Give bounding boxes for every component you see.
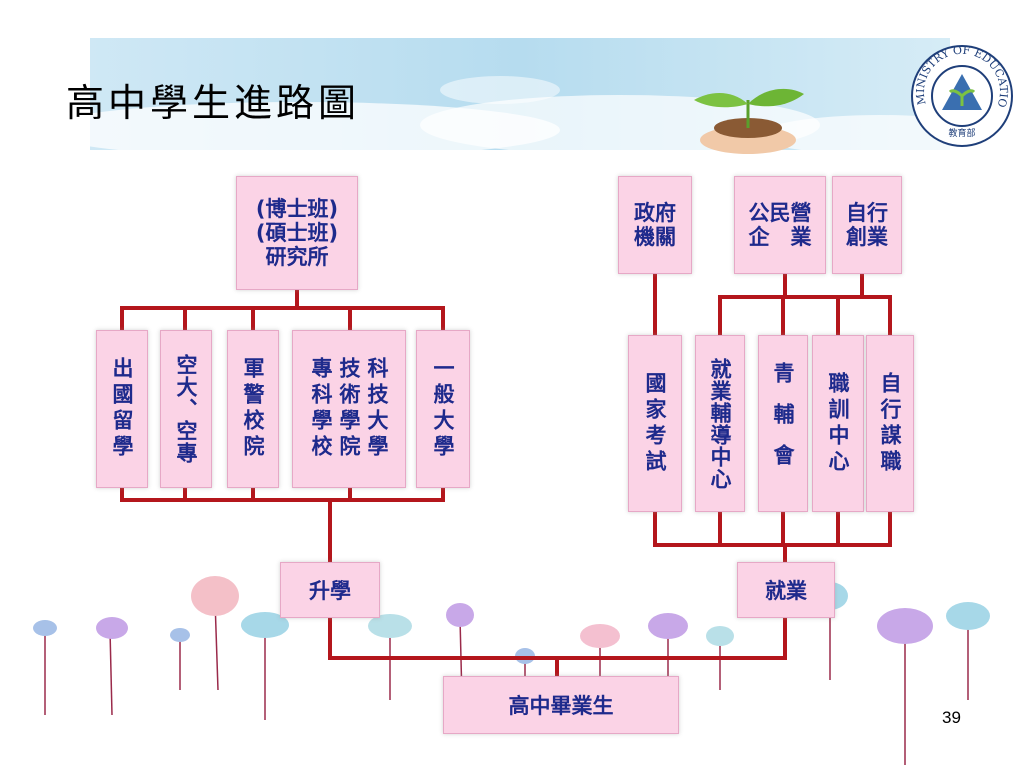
connector-line [120,288,299,332]
option-military-police-academy: 軍警校院 [227,330,279,488]
connector-line [718,510,840,547]
destination-public-private-enterprise: 公民營 企 業 [734,176,826,274]
destination-self-employed: 自行 創業 [832,176,902,274]
option-study-abroad: 出國留學 [96,330,148,488]
connector-line [120,485,445,502]
connector-line [718,295,892,337]
header-cloud [440,76,560,104]
channel-national-exam: 國家考試 [628,335,682,512]
hands-seedling-icon [694,88,804,154]
connector-line [183,485,352,502]
channel-vocational-training-center: 職訓中心 [812,335,864,512]
graduate-school-box: (博士班) (碩士班) 研究所 [236,176,358,290]
further-study-box: 升學 [280,562,380,618]
connector-line [781,295,840,337]
channel-youth-counseling-commission: 青輔會 [758,335,808,512]
ministry-of-education-logo: MINISTRY OF EDUCATION 教育部 [910,44,1013,147]
channel-employment-service-center: 就業輔導中心 [695,335,745,512]
employment-box: 就業 [737,562,835,618]
option-university-of-technology: 科技大學 [365,357,389,461]
logo-inner-text: 教育部 [948,127,975,139]
option-junior-college: 專科學校 [309,357,333,461]
destination-government-agency: 政府 機關 [618,176,692,274]
option-open-university: 空大、空專 [160,330,212,488]
connector-line [183,306,352,332]
page-title: 高中學生進路圖 [66,81,361,125]
tech-schools-box: 專科學校 技術學院 科技大學 [292,330,406,488]
page-number: 39 [942,708,961,727]
option-general-university: 一般大學 [416,330,470,488]
connector-line [783,510,892,547]
option-institute-of-technology: 技術學院 [337,357,361,461]
channel-self-job-search: 自行謀職 [866,335,914,512]
high-school-graduate-box: 高中畢業生 [443,676,679,734]
connector-line [328,616,787,660]
connector-line [295,306,445,332]
connector-line [783,272,864,299]
